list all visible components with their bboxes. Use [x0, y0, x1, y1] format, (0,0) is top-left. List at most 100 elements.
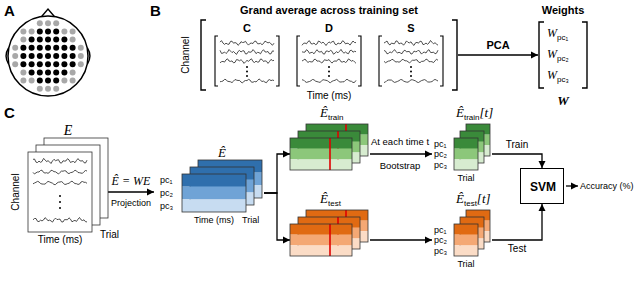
text-group: SVM — [530, 181, 556, 193]
electrode-dot — [37, 86, 43, 92]
electrode-dot — [37, 69, 43, 75]
component-row — [290, 235, 352, 246]
text-group: E — [64, 123, 73, 138]
component-row — [290, 138, 352, 149]
waveform — [384, 50, 438, 55]
time-marker — [329, 224, 331, 256]
text-group: Êtrain[t] — [456, 106, 493, 122]
ellipsis-dot — [328, 71, 330, 73]
electrode-dot — [53, 20, 59, 26]
electrode-dot — [61, 28, 67, 34]
annotation: Bootstrap — [380, 161, 421, 171]
electrode-dot — [70, 45, 76, 51]
trial-page — [454, 138, 478, 170]
component-row — [454, 138, 478, 149]
electrode-dot — [29, 78, 35, 84]
electrode-dot — [37, 45, 43, 51]
electrode-dot — [53, 78, 59, 84]
node-text: pc₂ — [434, 149, 447, 159]
node-text: Trial — [457, 259, 474, 269]
electrode-dot — [78, 61, 84, 67]
ellipsis-dot — [410, 66, 412, 68]
waveform — [220, 41, 274, 46]
waveform — [33, 218, 87, 223]
text-group: Trial — [457, 260, 474, 269]
electrode-dot — [53, 69, 59, 75]
panel-letter: C — [4, 105, 15, 120]
text-group: Time (ms) — [38, 235, 83, 245]
electrode-dot — [29, 37, 35, 43]
waveform — [33, 170, 87, 174]
electrode-dot — [20, 53, 26, 59]
electrode-dot — [53, 45, 59, 51]
panel-letter: A — [4, 3, 15, 18]
node-text: Weights — [542, 4, 585, 16]
node-text: Ê — [456, 191, 464, 206]
node-text: Trial — [100, 229, 119, 240]
matrix-bracket — [452, 20, 457, 90]
waveform — [384, 79, 438, 82]
time-marker — [329, 138, 331, 170]
condition-matrix: C — [214, 22, 280, 88]
flow-arrow — [370, 239, 432, 240]
electrode-dot — [61, 61, 67, 67]
waveform — [302, 41, 356, 46]
electrode-dot — [45, 78, 51, 84]
electrode-dot — [20, 28, 26, 34]
edge-label: Train — [504, 140, 530, 150]
text-group: pc₃ — [434, 246, 447, 255]
electrode-dot — [29, 69, 35, 75]
annotation: At each time t — [371, 137, 429, 147]
component-row — [454, 235, 478, 246]
flow-arrow — [264, 193, 290, 240]
waveform — [302, 59, 356, 63]
text-group: Trial — [242, 216, 259, 225]
text-group: Trial — [457, 174, 474, 183]
electrode-dot — [78, 45, 84, 51]
output-arrow — [566, 185, 578, 186]
node-text: pc₃ — [434, 245, 447, 255]
node-text: W — [547, 47, 557, 61]
electrode-dot — [12, 53, 18, 59]
waveform — [220, 50, 274, 55]
electrode-dot — [70, 78, 76, 84]
text-group: W — [557, 94, 569, 107]
page-outline — [290, 224, 352, 256]
node-text: pc₁ — [160, 175, 173, 185]
electrode-dot — [20, 78, 26, 84]
electrode-dot — [70, 28, 76, 34]
text-group: Êtest — [320, 192, 341, 208]
trial-stack: Êtrain[t]pc₁pc₂pc₃Trial — [432, 124, 492, 170]
text-group: Weights — [542, 5, 585, 16]
node-text: E — [64, 123, 73, 138]
component-row — [454, 245, 478, 256]
electrode-dot — [61, 69, 67, 75]
node-text: Trial — [457, 173, 474, 183]
matrix-bracket — [440, 36, 443, 86]
matrix-bracket — [539, 22, 544, 88]
component-row — [290, 224, 352, 235]
trial-page — [290, 224, 352, 256]
ellipsis-dot — [59, 195, 61, 197]
matrix-bracket — [379, 36, 382, 86]
node-text: Ê — [320, 191, 328, 206]
electrode-dot — [61, 45, 67, 51]
node-text: Ê — [320, 105, 328, 120]
edge-label: PCA — [484, 40, 511, 51]
matrix-node: Grand average across training setChannel… — [200, 20, 458, 90]
waveform — [220, 79, 274, 83]
waveform — [220, 59, 274, 64]
component-row — [454, 224, 478, 235]
flow-arrow — [492, 154, 542, 168]
node-text: C — [243, 22, 251, 34]
edge-label: Test — [506, 244, 528, 254]
electrode-dot — [37, 78, 43, 84]
electrode-dot — [29, 61, 35, 67]
electrode-dot — [37, 37, 43, 43]
component-row — [182, 187, 246, 200]
matrix-bracket — [297, 36, 300, 86]
node-text: Channel — [10, 173, 21, 210]
electrode-dot — [78, 53, 84, 59]
panel-letter: B — [150, 3, 161, 18]
electrode-dot — [12, 45, 18, 51]
